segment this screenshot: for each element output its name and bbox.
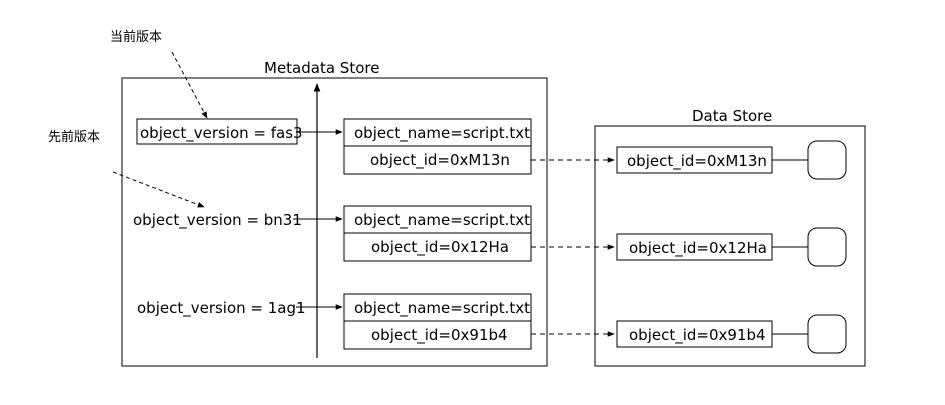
object-id-field: object_id=0xM13n — [370, 151, 510, 170]
object-id-field: object_id=0x12Ha — [371, 238, 509, 257]
metadata-store-container — [121, 77, 548, 367]
data-store-container — [594, 125, 866, 367]
metadata-store-title: Metadata Store — [264, 59, 379, 77]
data-object-id: object_id=0x12Ha — [629, 239, 767, 258]
data-blob — [807, 140, 847, 180]
object-id-field: object_id=0x91b4 — [371, 326, 508, 345]
data-blob — [807, 227, 847, 267]
object-name-field: object_name=script.txt — [354, 124, 530, 143]
previous-version-pointer — [112, 171, 205, 208]
data-store-title: Data Store — [692, 107, 772, 125]
data-object-id: object_id=0x91b4 — [629, 326, 766, 345]
version-label: object_version = bn31 — [133, 211, 302, 230]
version-label: object_version = fas3 — [140, 124, 303, 143]
data-object-id: object_id=0xM13n — [627, 152, 767, 171]
object-name-field: object_name=script.txt — [354, 211, 530, 230]
current-version-pointer — [171, 51, 208, 119]
object-name-field: object_name=script.txt — [354, 299, 530, 318]
current-version-label: 当前版本 — [110, 29, 162, 45]
previous-version-label: 先前版本 — [48, 129, 100, 145]
data-blob — [807, 314, 847, 354]
version-label: object_version = 1ag1 — [137, 299, 306, 318]
